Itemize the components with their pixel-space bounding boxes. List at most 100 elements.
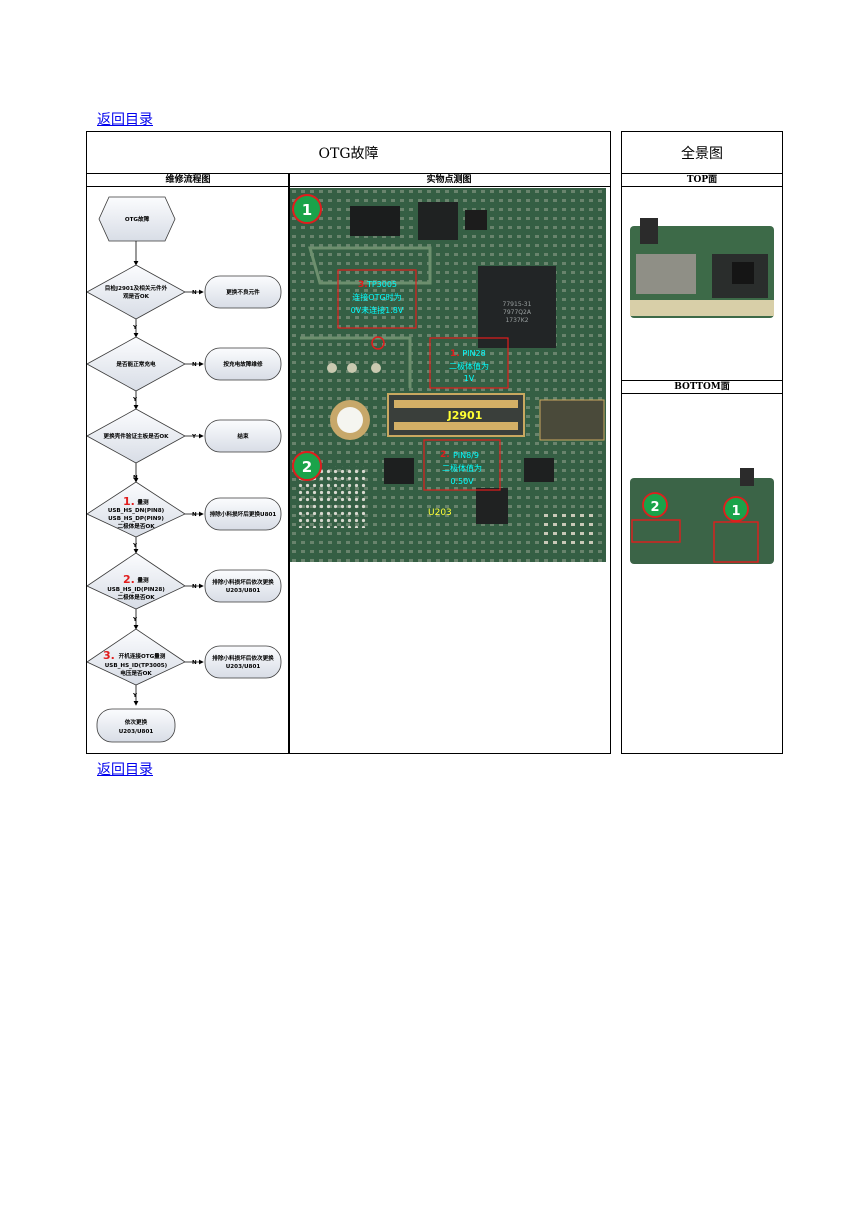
chip-mark-2: 7977Q2A [503,309,532,316]
action-replace-u801 [204,497,282,531]
action-4-text: 排除小料损坏后更换U801 [210,510,277,518]
tp3005-number: 3. [358,280,368,290]
label-n-3: N [192,362,197,368]
action-replace-u203-u801-b [204,645,282,679]
pin89-line-1: PIN8/9 [453,451,479,460]
decision-measure-id [87,552,186,610]
label-n-2: N [192,290,197,296]
pcb-measurement-photo: 77915-31 7977Q2A 1737K2 J2901 U203 3. TP… [290,188,606,562]
label-n-1: N [133,475,138,481]
label-y-4: Y [132,617,138,623]
chip-mark-1: 77915-31 [503,301,532,308]
action-2-text: 按充电故障维修 [223,360,263,368]
main-panel: OTG故障 维修流程图 实物点测图 [86,131,611,754]
decision-charging [87,336,186,392]
decision-5-line-2: USB_HS_ID(PIN28) [107,587,165,593]
pin89-box [423,439,501,491]
tp3005-box [337,269,417,329]
end-line-1: 依次更换 [125,718,148,726]
bottom-header: BOTTOM面 [622,380,782,394]
photo-header: 实物点测图 [426,175,472,185]
tp3005-line-1: TP3005 [366,280,397,289]
decision-3-text: 更换壳件验证主板是否OK [103,432,169,440]
decision-4-number: 1. [123,495,135,508]
decision-5-line-1: 量测 [137,576,149,584]
bottom-area-2 [631,519,681,543]
top-header: TOP面 [622,173,782,187]
repair-flowchart: OTG故障 Y Y N Y Y Y N N Y N N N 目检J2901及相关… [87,196,282,743]
label-y-1: Y [132,325,138,331]
marker-2-circle [292,451,322,481]
label-y-6: Y [191,434,197,440]
connector-label: J2901 [447,409,483,422]
pin89-line-2: 二极体值为 [442,463,482,473]
decision-replace-shell [87,408,186,464]
marker-2-label: 2 [302,458,312,476]
pin89-number: 2. [440,450,450,460]
action-1-text: 更换不良元件 [226,288,260,296]
decision-2-text: 是否能正常充电 [115,360,156,368]
marker-1-label: 1 [302,201,312,219]
decision-6-line-2: USB_HS_ID(TP3005) [105,663,168,669]
overview-title: 全景图 [681,145,723,162]
decision-5-line-3: 二极体是否OK [117,593,155,601]
decision-1-line-1: 目检J2901及相关元件外 [105,284,168,292]
end-line-2: U203/U801 [119,729,154,735]
main-title: OTG故障 [318,145,379,162]
label-y-5: Y [132,693,138,699]
flow-header: 维修流程图 [165,175,211,185]
sub-header-row [87,173,610,187]
chip-mark-3: 1737K2 [505,317,528,324]
decision-5-number: 2. [123,573,135,586]
decision-4-line-3: USB_HS_DP(PIN9) [108,516,164,522]
start-text: OTG故障 [125,215,150,223]
action-6-line-1: 排除小料损坏后依次更换 [212,654,274,662]
pin28-line-1: PIN28 [462,349,485,358]
label-n-5: N [192,584,197,590]
action-5-line-2: U203/U801 [226,588,261,594]
action-end [204,419,282,453]
bottom-marker-2-label: 2 [650,500,659,515]
action-5-line-1: 排除小料损坏后依次更换 [212,578,274,586]
end-node [96,708,176,743]
label-n-4: N [192,512,197,518]
label-y-2: Y [132,397,138,403]
toc-link-top[interactable]: 返回目录 [97,112,153,128]
tp3005-line-2: 连接OTG时为 [352,292,401,302]
decision-4-line-1: 量测 [137,498,149,506]
pin28-line-2: 二极体值为 [449,361,489,371]
pin28-box [429,337,509,389]
start-node [98,196,176,242]
bottom-marker-2-circle [642,492,668,518]
pin28-number: 1. [450,349,460,359]
pin28-line-3: 1V [464,374,475,383]
decision-visual-check [87,264,186,320]
action-replace-parts [204,275,282,309]
toc-link-bottom[interactable]: 返回目录 [97,762,153,778]
label-y-3: Y [132,543,138,549]
overview-panel: 全景图 TOP面 BOTTOM面 [621,131,783,754]
decision-6-line-1: 开机连接OTG量测 [119,652,166,660]
decision-6-number: 3. [103,649,115,662]
pin89-line-3: 0.50V [450,477,474,486]
label-n-6: N [192,660,197,666]
action-replace-u203-u801-a [204,569,282,603]
decision-4-line-2: USB_HS_DN(PIN8) [108,508,165,514]
marker-1-circle [292,194,322,224]
bottom-area-1 [713,521,759,563]
action-3-text: 结束 [237,432,249,440]
action-6-line-2: U203/U801 [226,664,261,670]
bottom-marker-1-label: 1 [731,504,740,519]
decision-1-line-2: 观是否OK [123,292,150,300]
u203-label: U203 [428,508,452,518]
top-side-board [630,218,774,318]
bottom-side-board: 2 1 [630,468,774,564]
decision-6-line-3: 电压是否OK [120,669,152,677]
decision-4-line-4: 二极体是否OK [117,522,155,530]
decision-otg-voltage [87,628,186,686]
action-charging-repair [204,347,282,381]
decision-measure-dn-dp [87,481,186,538]
bottom-marker-1-circle [723,496,749,522]
tp3005-line-3: 0V未连接1.8V [351,305,404,315]
column-divider [288,173,290,753]
